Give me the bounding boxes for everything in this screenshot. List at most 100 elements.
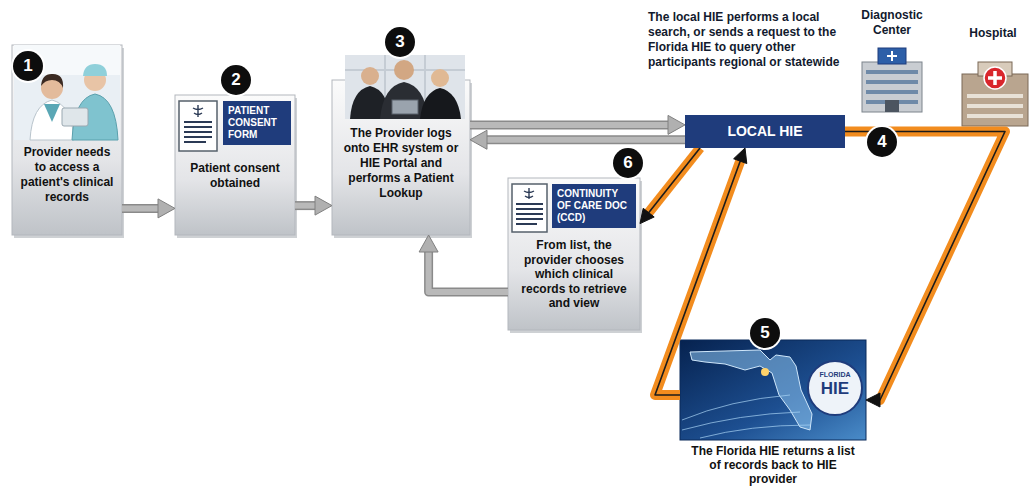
connector-line xyxy=(485,135,685,144)
location-dot xyxy=(761,368,769,376)
place-label: Hospital xyxy=(955,26,1031,41)
cross-sign xyxy=(984,67,1006,89)
windows xyxy=(866,72,918,102)
photo-ground xyxy=(14,45,120,140)
panel-group xyxy=(12,45,642,333)
hospital-icon xyxy=(962,62,1028,126)
network-lines xyxy=(682,395,810,438)
arrowhead xyxy=(419,235,438,252)
head xyxy=(361,67,379,85)
arrowhead xyxy=(640,208,654,223)
document-icon xyxy=(179,101,217,151)
paper xyxy=(179,101,217,151)
logo-text: HIE xyxy=(808,379,862,399)
arrowhead xyxy=(470,130,487,149)
connector xyxy=(295,196,332,215)
connector-line xyxy=(429,250,508,292)
hie-logo xyxy=(808,361,862,415)
florida-hie-image xyxy=(680,340,866,440)
note-text: The local HIE performs a local search, o… xyxy=(648,10,850,70)
box-panel xyxy=(508,178,642,333)
connector-line xyxy=(122,205,160,211)
form-box: PATIENT CONSENT FORM Patient consent obta… xyxy=(175,95,295,235)
connector-line xyxy=(647,148,700,214)
panel-face xyxy=(175,95,295,235)
box-panel xyxy=(332,80,472,238)
box-panel xyxy=(175,95,297,238)
building xyxy=(862,62,922,112)
hair xyxy=(41,74,63,88)
arrowhead xyxy=(315,196,332,215)
callout-number: 2 xyxy=(221,65,251,95)
box-text: Patient consent obtained xyxy=(179,161,291,190)
place-label: Diagnostic Center xyxy=(848,8,936,38)
callout-number: 3 xyxy=(385,27,415,57)
arrowhead xyxy=(866,393,880,407)
panel-face xyxy=(12,45,122,235)
lines xyxy=(516,204,543,224)
sign-mark xyxy=(887,51,897,61)
connector xyxy=(419,235,508,292)
hie-image-box: The Florida HIE returns a list of record… xyxy=(680,340,866,486)
connector-line xyxy=(647,148,700,214)
connector-line xyxy=(122,204,160,213)
chart xyxy=(62,108,88,126)
callout-number: 6 xyxy=(613,148,643,178)
box-text: Provider needs to access a patient's cli… xyxy=(17,145,117,205)
connector xyxy=(845,132,1005,408)
florida-map xyxy=(690,350,812,430)
connector xyxy=(122,199,175,218)
door xyxy=(885,100,899,112)
connector xyxy=(470,130,685,149)
box-text: The Provider logs onto EHR system or HIE… xyxy=(338,126,464,201)
arrowhead xyxy=(668,115,685,134)
box-heading: CONTINUITY OF CARE DOC (CCD) xyxy=(552,184,636,228)
document-box: CONTINUITY OF CARE DOC (CCD) From list, t… xyxy=(508,178,640,330)
logo-text: FLORIDA xyxy=(808,370,862,379)
lines xyxy=(184,122,212,142)
callout-number: 5 xyxy=(750,318,780,348)
document-icon xyxy=(512,184,547,232)
connector-line xyxy=(295,201,317,210)
laptop xyxy=(392,100,418,114)
box-heading: PATIENT CONSENT FORM xyxy=(223,101,291,145)
hie-band: LOCAL HIE xyxy=(685,115,845,148)
paper xyxy=(512,184,547,232)
arrowhead xyxy=(158,199,175,218)
head xyxy=(394,60,414,80)
box-panel xyxy=(12,45,124,238)
connector-line xyxy=(845,132,1005,401)
connector-line xyxy=(429,250,508,292)
lookup-photo xyxy=(345,55,465,119)
provider-photo xyxy=(14,45,120,140)
connector-line xyxy=(470,122,670,128)
suit xyxy=(380,82,428,119)
process-box: The Provider logs onto EHR system or HIE… xyxy=(332,80,470,235)
connector-line xyxy=(470,120,670,129)
caduceus xyxy=(524,188,534,199)
box-text: LOCAL HIE xyxy=(691,123,839,140)
head xyxy=(431,69,449,87)
cross xyxy=(988,71,1002,85)
arrowhead xyxy=(734,148,747,164)
connector xyxy=(640,148,700,224)
cap xyxy=(83,64,107,76)
connector-line xyxy=(295,203,317,209)
caduceus xyxy=(193,105,203,117)
scrubs xyxy=(44,104,60,122)
box-text: From list, the provider chooses which cl… xyxy=(512,238,636,311)
connector-line xyxy=(845,132,1005,401)
callout-number: 1 xyxy=(13,51,43,81)
suit xyxy=(420,88,461,119)
sign xyxy=(878,48,906,64)
box-text: The Florida HIE returns a list of record… xyxy=(688,444,858,486)
photo-ground xyxy=(345,55,465,119)
diagnostic-center-icon xyxy=(862,48,922,112)
windows xyxy=(967,96,1023,116)
callout-number: 4 xyxy=(867,127,897,157)
window xyxy=(345,55,465,119)
connector xyxy=(470,115,685,134)
